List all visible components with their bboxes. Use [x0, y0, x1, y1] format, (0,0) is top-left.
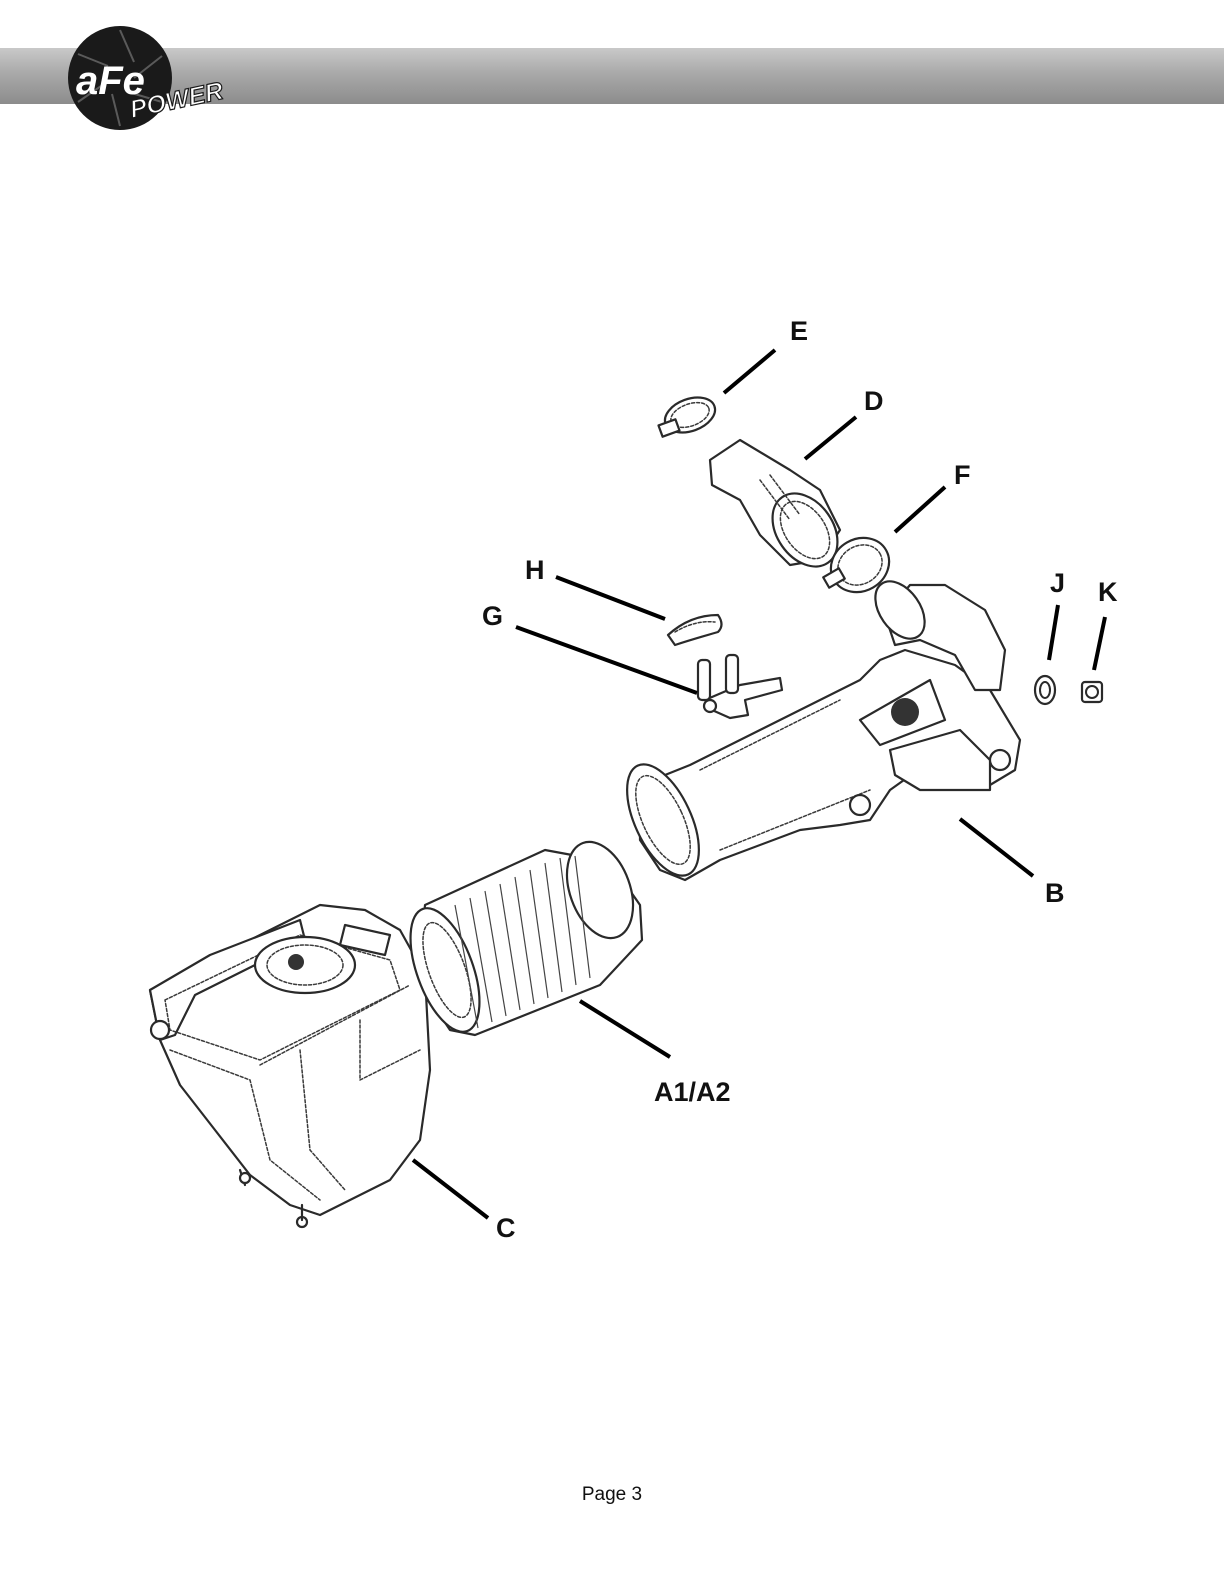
- leader-b: [958, 817, 1035, 878]
- leader-j: [1047, 604, 1060, 661]
- callout-h: H: [525, 555, 545, 585]
- callout-labels: E D F H G J K B A1/A2 C: [482, 316, 1118, 1243]
- leader-a1a2: [578, 999, 672, 1059]
- leader-h: [555, 575, 666, 621]
- afe-power-logo: aFe POWER: [68, 26, 226, 130]
- part-f-clamp: [822, 536, 891, 594]
- callout-j: J: [1050, 568, 1065, 598]
- part-g-fitting: [696, 653, 784, 720]
- airbox-logo-badge: [288, 954, 304, 970]
- leader-c: [411, 1158, 490, 1220]
- leader-f: [893, 485, 947, 534]
- part-a-filter: [409, 840, 644, 1037]
- part-h-hose: [666, 613, 723, 647]
- part-c-airbox: [148, 903, 432, 1229]
- part-b-intake-tube: [626, 580, 1022, 882]
- leader-k: [1092, 616, 1107, 671]
- callout-b: B: [1045, 878, 1065, 908]
- callout-d: D: [864, 386, 884, 416]
- tube-logo-badge: [891, 698, 919, 726]
- callout-f: F: [954, 460, 971, 490]
- page-number: Page 3: [581, 1484, 643, 1505]
- logo-aperture: [77, 29, 163, 127]
- leader-d: [803, 415, 858, 461]
- part-j-grommet: [1033, 674, 1057, 706]
- part-e-clamp: [657, 396, 717, 438]
- header-bar: [0, 48, 1224, 104]
- callout-k: K: [1098, 577, 1118, 607]
- leader-g: [515, 625, 698, 695]
- leader-lines: [411, 348, 1107, 1220]
- logo-circle: [68, 26, 172, 130]
- callout-c: C: [496, 1213, 516, 1243]
- callout-g: G: [482, 601, 503, 631]
- leader-e: [722, 348, 777, 395]
- logo-afe-text: aFe: [76, 59, 145, 103]
- part-k-cap: [1080, 680, 1104, 704]
- part-d-coupler: [708, 438, 842, 568]
- callout-e: E: [790, 316, 808, 346]
- callout-a1a2: A1/A2: [654, 1077, 731, 1107]
